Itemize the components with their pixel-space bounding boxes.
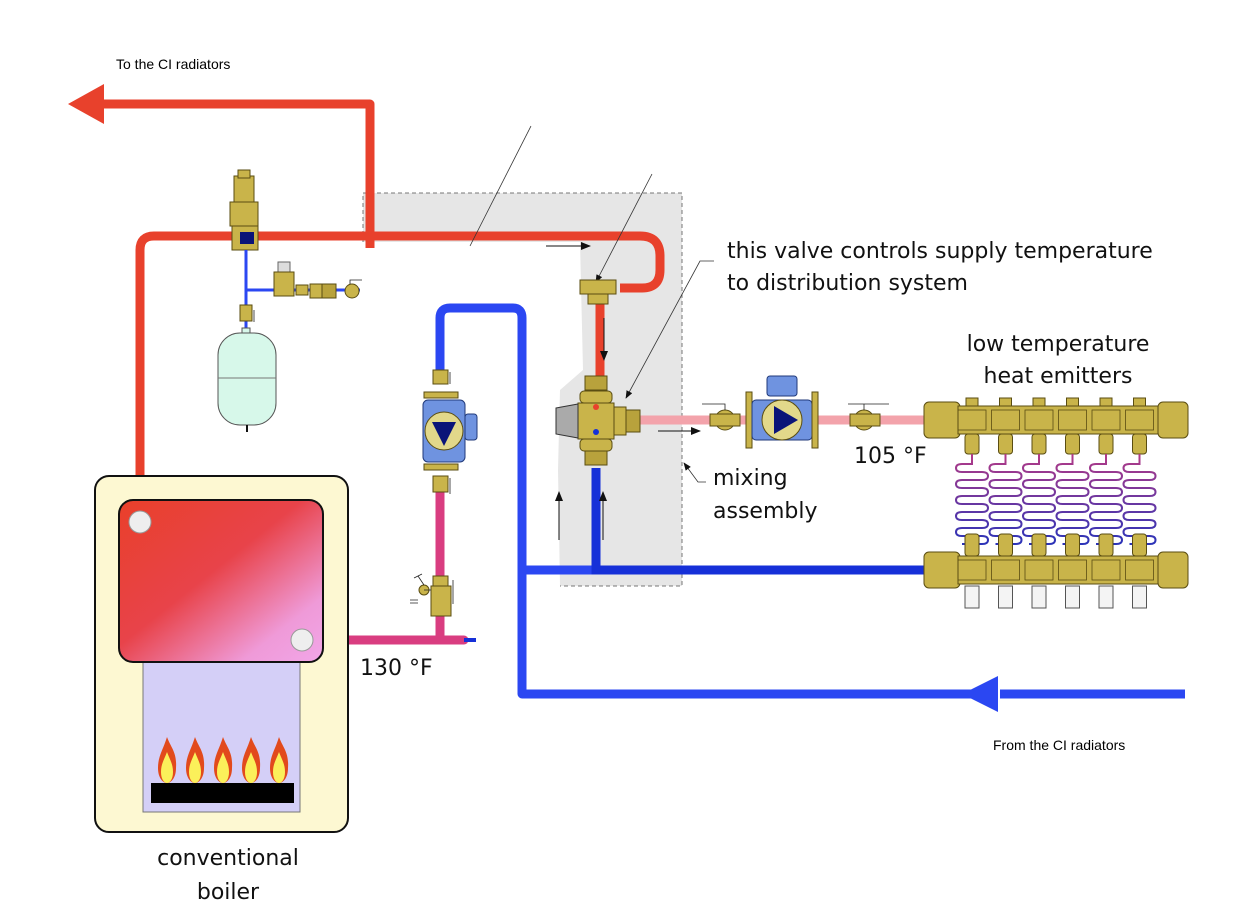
backflow-preventer — [309, 283, 337, 299]
valve-note-line2: to distribution system — [727, 271, 968, 296]
boiler-purge-valve — [410, 573, 454, 617]
flame-icon — [158, 737, 177, 783]
from-radiators-label: From the CI radiators — [993, 737, 1125, 753]
return-manifold — [923, 551, 1189, 589]
expansion-tank — [217, 327, 277, 432]
distribution-circulator — [702, 375, 889, 449]
emitter-circuit — [1021, 397, 1057, 609]
flame-icon — [186, 737, 205, 783]
mixing-label-line2: assembly — [713, 499, 817, 524]
burner-flames — [158, 737, 289, 783]
tank-valve — [239, 304, 255, 322]
emitters-label-line2: heat emitters — [984, 364, 1133, 389]
boiler-label-line2: boiler — [197, 880, 260, 905]
flame-icon — [214, 737, 233, 783]
fill-shutoff-valve — [344, 279, 362, 299]
flow-arrows — [546, 242, 701, 540]
air-separator — [229, 169, 259, 251]
emitter-circuit — [1088, 397, 1124, 609]
to-radiators-arrow — [68, 84, 104, 124]
pressure-reducing-valve — [273, 261, 309, 297]
emitter-circuit — [954, 397, 990, 609]
mixing-bypass-pipe — [591, 468, 930, 575]
boiler-inlet-temp: 130 °F — [360, 656, 433, 681]
cool-return-pipe — [435, 303, 1185, 699]
to-radiators-label: To the CI radiators — [116, 56, 230, 72]
leader-lines — [469, 125, 714, 483]
hot-supply-pipe — [100, 99, 665, 495]
flame-icon — [270, 737, 289, 783]
thermostatic-mixing-valve — [555, 375, 641, 466]
conventional-boiler — [94, 475, 349, 833]
mixed-supply-temp: 105 °F — [854, 444, 927, 469]
supply-manifold — [923, 401, 1189, 439]
valve-note-line1: this valve controls supply temperature — [727, 239, 1153, 264]
from-radiators-arrow — [962, 676, 998, 712]
emitter-circuit — [1055, 397, 1090, 609]
emitter-circuit — [988, 397, 1023, 609]
hot-tee — [579, 279, 617, 305]
mixing-label-line1: mixing — [713, 466, 788, 491]
boiler-circulator — [422, 369, 478, 494]
manifold-circuits — [954, 397, 1157, 609]
flame-icon — [242, 737, 261, 783]
emitters-label-line1: low temperature — [967, 332, 1150, 357]
boiler-label-line1: conventional — [157, 846, 299, 871]
emitter-circuit — [1122, 397, 1157, 609]
